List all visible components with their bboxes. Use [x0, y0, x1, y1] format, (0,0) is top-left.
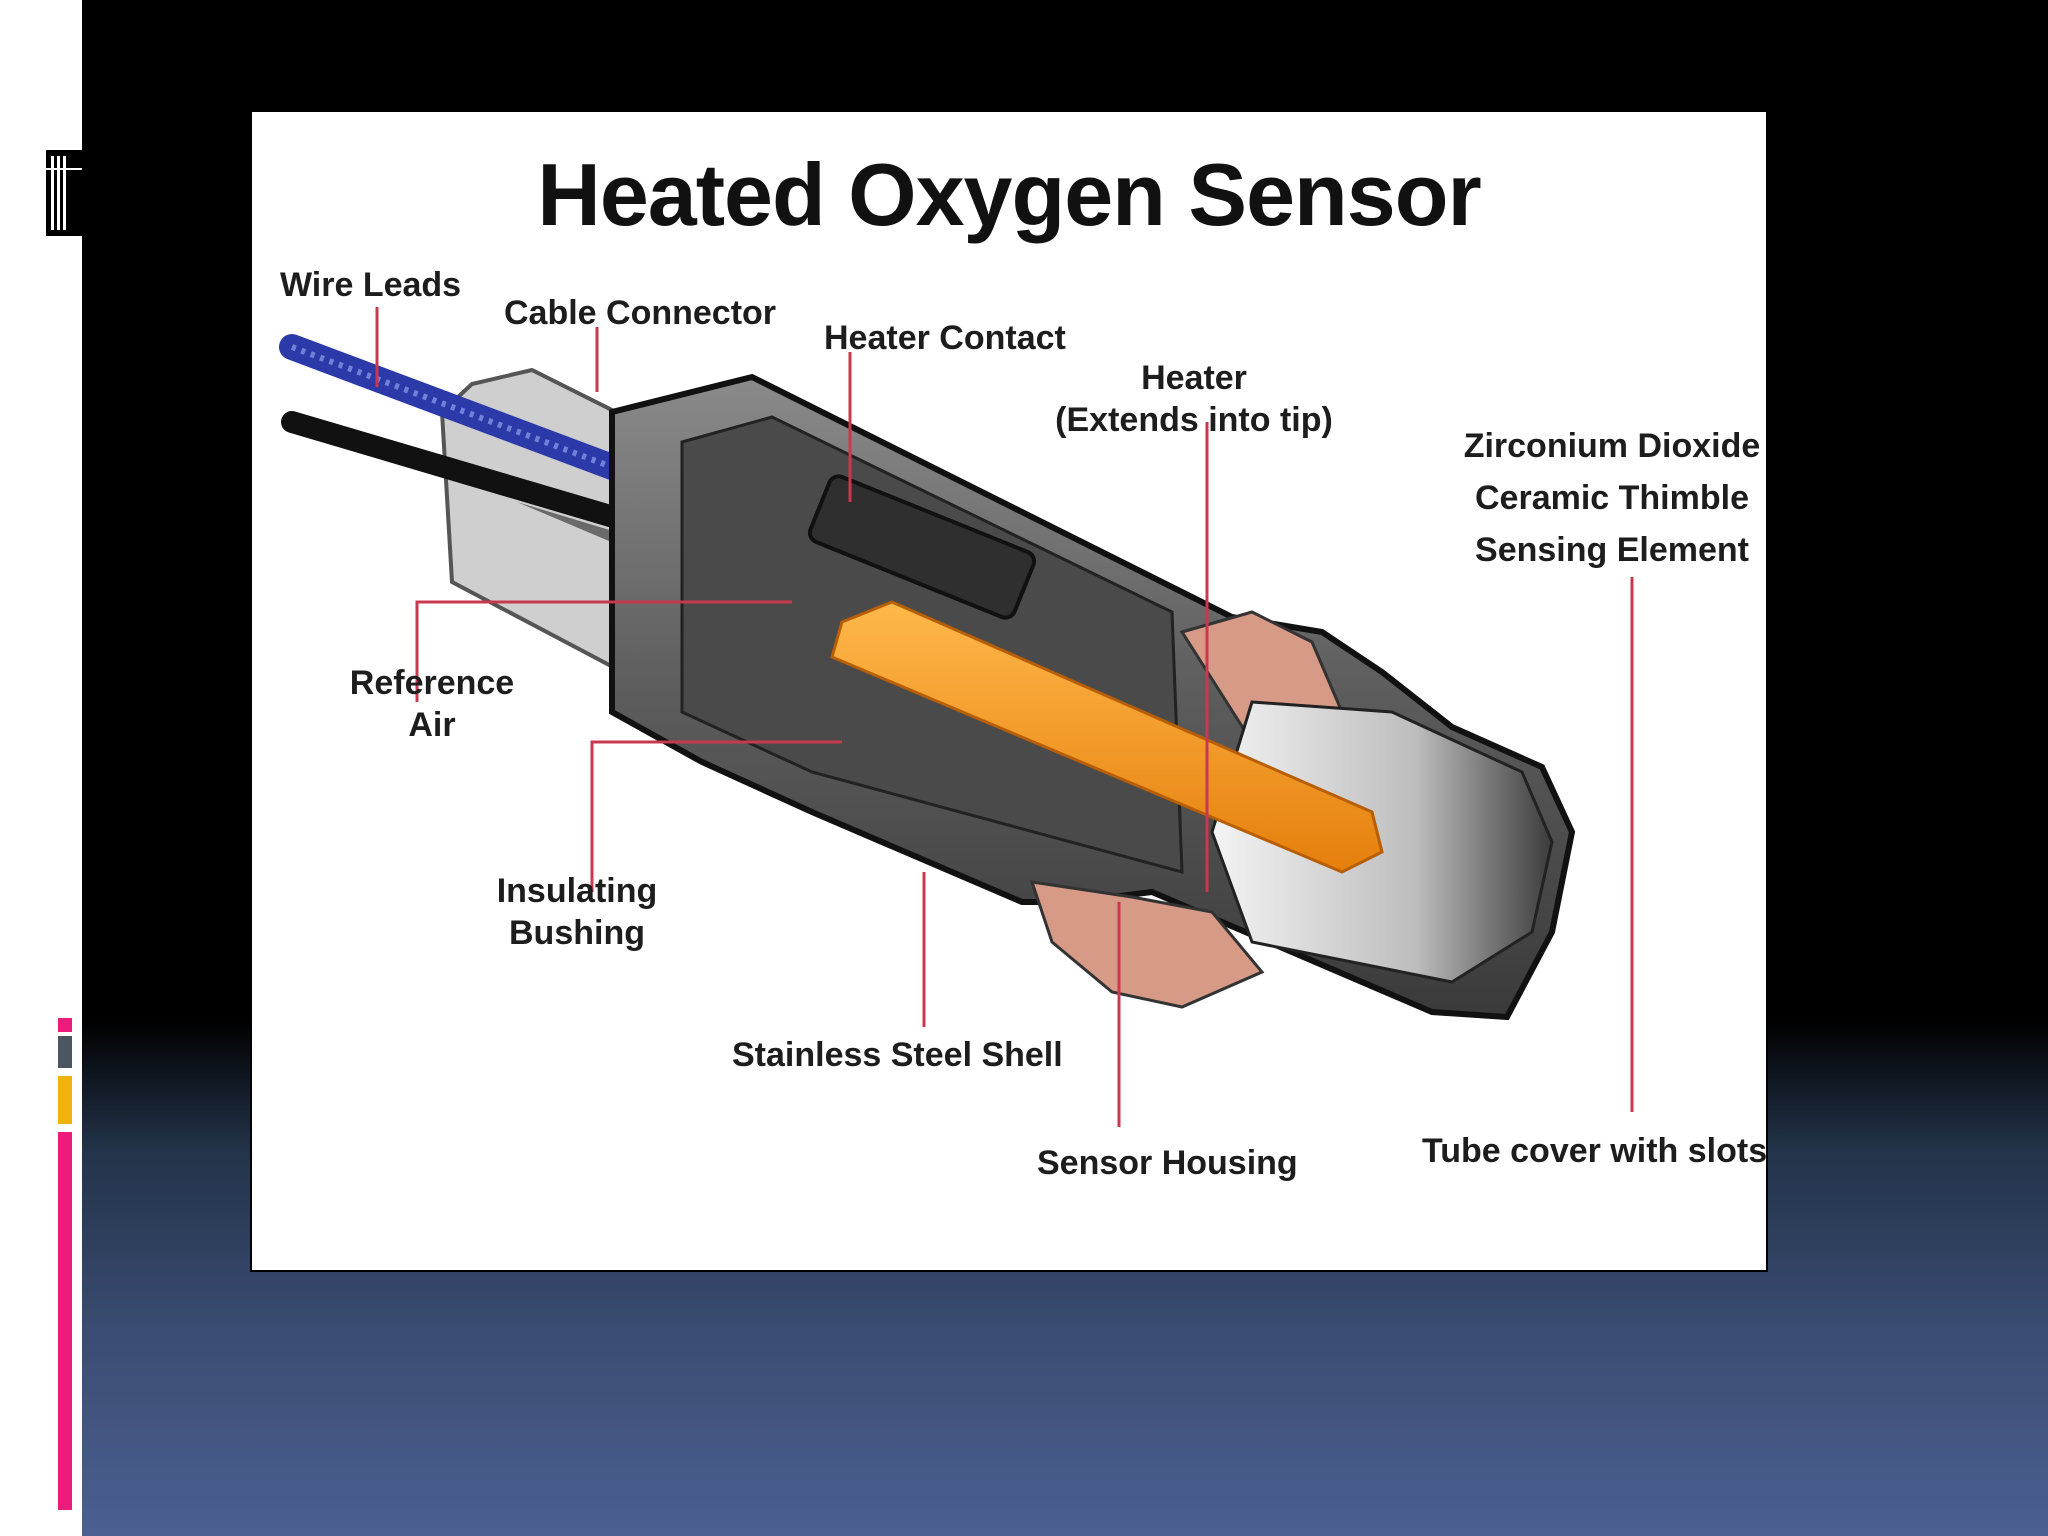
accent-bar-gray: [58, 1036, 72, 1068]
label-reference-air: Reference Air: [312, 662, 552, 746]
label-wire-leads: Wire Leads: [280, 266, 462, 304]
leader-lines: [375, 307, 1634, 1127]
label-zirconium-line3: Sensing Element: [1475, 531, 1749, 569]
slide-stripes-icon: [46, 150, 82, 236]
diagram-title: Heated Oxygen Sensor: [537, 145, 1481, 244]
label-insulating-bushing: Insulating Bushing: [457, 870, 697, 954]
accent-bar-pink: [58, 1132, 72, 1510]
label-heater-contact: Heater Contact: [824, 319, 1066, 357]
accent-bar-pink-small: [58, 1018, 72, 1032]
oxygen-sensor-diagram: Heated Oxygen Sensor Wire Leads Cable Co…: [250, 110, 1768, 1272]
label-zirconium-line2: Ceramic Thimble: [1475, 479, 1749, 517]
label-heater-line1: Heater: [1141, 359, 1247, 397]
label-reference-line1: Reference: [349, 664, 515, 702]
label-tube-cover: Tube cover with slots: [1422, 1132, 1768, 1170]
label-zirconium: Zirconium Dioxide Ceramic Thimble Sensin…: [1462, 420, 1762, 576]
label-insulating-line1: Insulating: [496, 872, 658, 910]
label-heater-line2: (Extends into tip): [1055, 401, 1333, 439]
label-sensor-housing: Sensor Housing: [1037, 1144, 1298, 1182]
label-cable-connector: Cable Connector: [504, 294, 777, 332]
sensor-illustration: [279, 307, 1634, 1127]
accent-bar-amber: [58, 1076, 72, 1124]
label-zirconium-line1: Zirconium Dioxide: [1463, 427, 1761, 465]
label-insulating-line2: Bushing: [509, 914, 645, 952]
tube-cover-tip: [1210, 700, 1554, 984]
label-reference-line2: Air: [408, 706, 456, 744]
label-stainless-steel-shell: Stainless Steel Shell: [732, 1036, 1063, 1074]
label-heater: Heater (Extends into tip): [1044, 357, 1344, 441]
heater-element: [830, 600, 1384, 874]
